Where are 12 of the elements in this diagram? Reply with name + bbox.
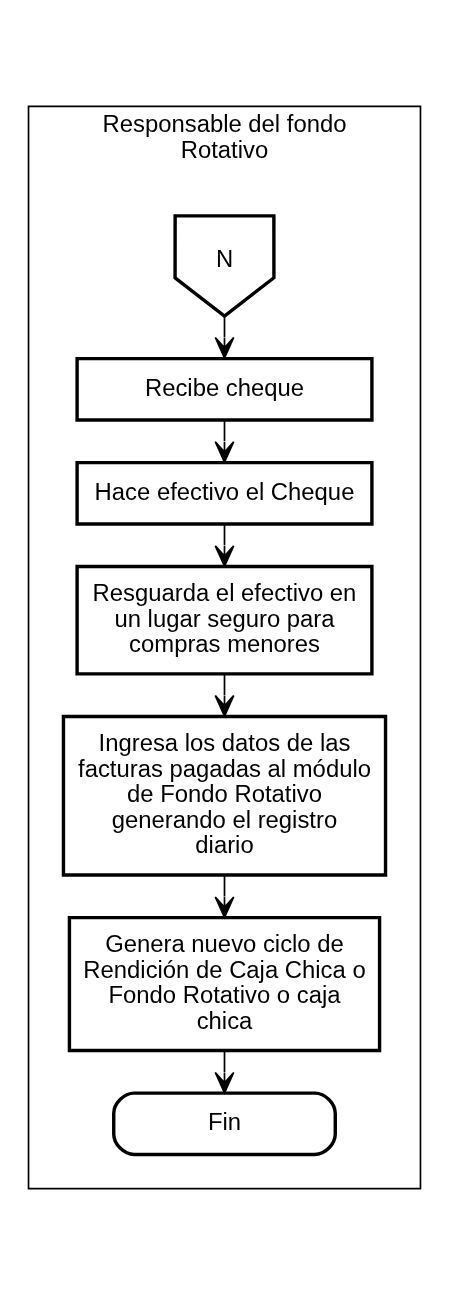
- arrow: [214, 314, 235, 359]
- arrow: [214, 522, 235, 567]
- node-box: Fin: [112, 1090, 337, 1156]
- node-box: Ingresa los datos de las facturas pagadas al módulo de Fondo Rotativo generando el registro diario: [61, 714, 388, 877]
- arrow: [214, 1049, 235, 1094]
- node-box: Genera nuevo ciclo de Rendición de Caja Chica o Fondo Rotativo o caja chica: [67, 915, 382, 1052]
- node-box: Hace efectivo el Cheque: [75, 460, 374, 526]
- arrow: [214, 874, 235, 918]
- arrow: [214, 418, 235, 463]
- node-box: Recibe cheque: [75, 356, 374, 422]
- node-box: Resguarda el efectivo en un lugar seguro para compras menores: [75, 564, 374, 676]
- arrow: [214, 672, 235, 717]
